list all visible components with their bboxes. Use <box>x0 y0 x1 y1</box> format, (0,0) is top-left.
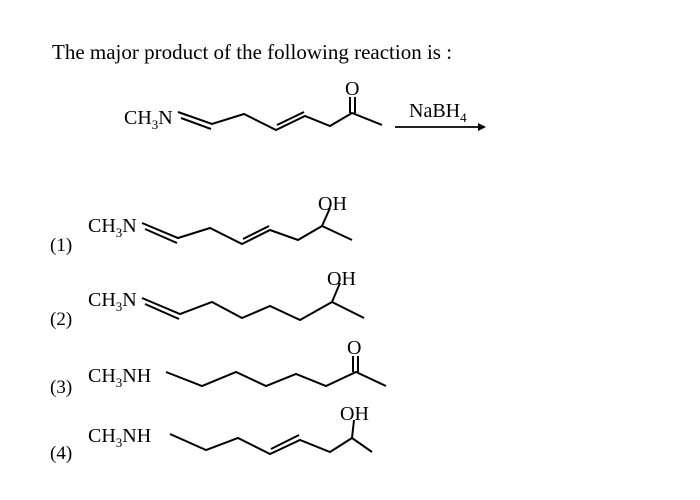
reactant-alkene-double-bond <box>276 111 305 126</box>
reactant-structure: CH3N O <box>124 78 383 132</box>
option-3-structure: CH3NH O <box>88 337 387 390</box>
option-2-structure: CH3N OH <box>88 268 365 322</box>
question-text: The major product of the following react… <box>52 40 453 64</box>
option-4-number: (4) <box>50 443 73 464</box>
option-4-left-group: CH3NH <box>88 425 151 450</box>
option-1-left-group: CH3N <box>88 215 137 240</box>
option-2-number: (2) <box>50 309 73 330</box>
option-1-number: (1) <box>50 235 73 256</box>
reactant-left-group: CH3N <box>124 107 173 132</box>
option-3-number: (3) <box>50 377 73 398</box>
reaction-arrow-group: NaBH4 <box>395 100 486 131</box>
option-4-right-label: OH <box>340 403 369 425</box>
option-1-right-label: OH <box>318 193 347 215</box>
reagent-label: NaBH4 <box>409 100 467 125</box>
reactant-imine-double-bond <box>180 117 212 130</box>
reactant-carbonyl-label: O <box>345 78 359 100</box>
option-2-right-label: OH <box>327 268 356 290</box>
option-3-left-group: CH3NH <box>88 365 151 390</box>
arrowhead-icon <box>478 123 486 131</box>
reactant-chain <box>177 111 383 132</box>
option-1-structure: CH3N OH <box>88 193 353 246</box>
option-3-right-label: O <box>347 337 361 359</box>
option-2-left-group: CH3N <box>88 289 137 314</box>
option-4-structure: CH3NH OH <box>88 403 373 456</box>
